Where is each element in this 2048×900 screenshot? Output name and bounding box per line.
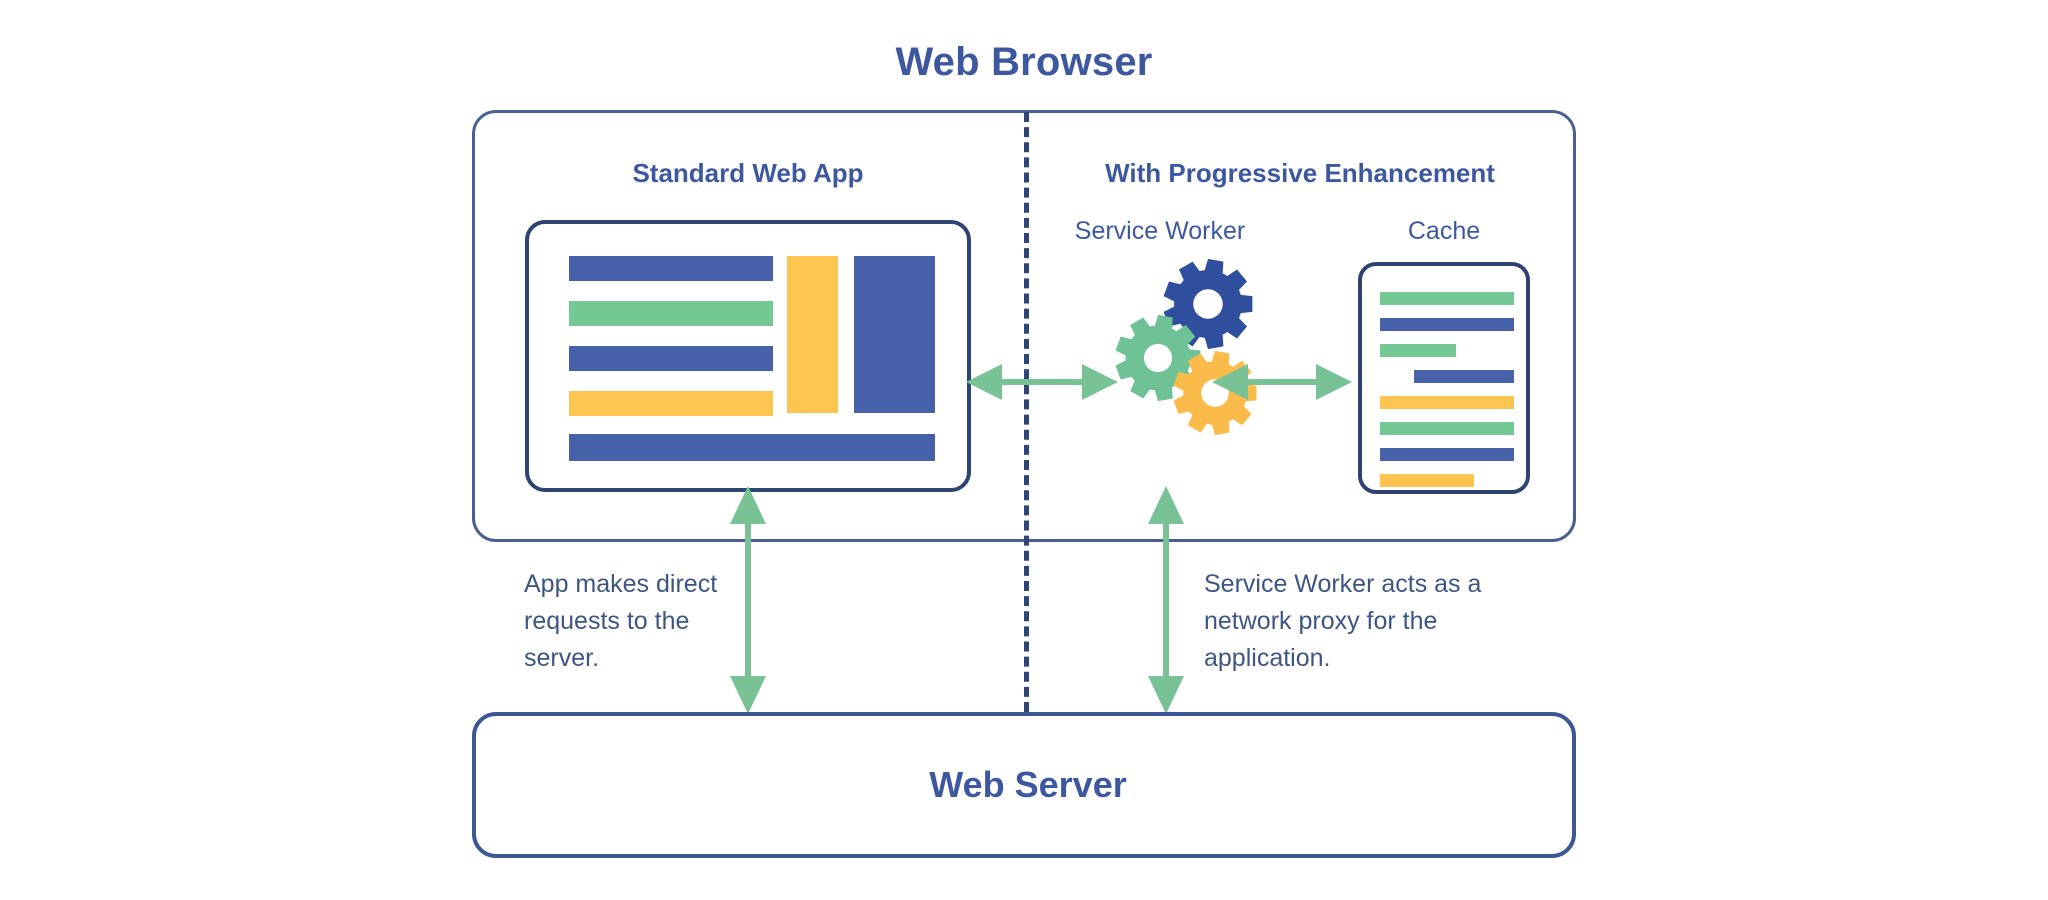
web-app-row xyxy=(569,346,773,371)
gear-yellow-icon xyxy=(1173,350,1257,436)
cache-label: Cache xyxy=(1407,217,1481,245)
cache-line-group xyxy=(1380,292,1514,500)
cache-line xyxy=(1380,422,1514,435)
progressive-enhancement-heading: With Progressive Enhancement xyxy=(1105,158,1495,188)
web-app-column-yellow xyxy=(787,256,838,413)
web-app-mockup-content xyxy=(569,256,935,464)
cache-line xyxy=(1380,448,1514,461)
cache-line xyxy=(1380,396,1514,409)
web-app-column-blue xyxy=(854,256,935,413)
cache-line xyxy=(1380,318,1514,331)
web-app-row xyxy=(569,256,773,281)
caption-standard-web-app: App makes direct requests to the server. xyxy=(524,570,718,672)
web-app-row-group xyxy=(569,256,773,436)
web-app-mockup xyxy=(525,220,971,492)
web-server-title: Web Server xyxy=(929,764,1127,805)
cache-line xyxy=(1380,344,1457,357)
page-title: Web Browser xyxy=(895,40,1153,84)
web-app-footer-bar xyxy=(569,434,935,461)
cache-document xyxy=(1358,262,1530,494)
standard-web-app-heading: Standard Web App xyxy=(632,158,864,188)
cache-line xyxy=(1380,474,1474,487)
web-app-row xyxy=(569,301,773,326)
caption-service-worker: Service Worker acts as a network proxy f… xyxy=(1204,570,1482,672)
cache-line xyxy=(1413,370,1514,383)
cache-line xyxy=(1380,292,1514,305)
panel-divider xyxy=(1024,112,1029,712)
service-worker-label: Service Worker xyxy=(1074,217,1246,245)
web-app-row xyxy=(569,391,773,416)
service-worker-gears xyxy=(1112,258,1282,448)
web-server-container: Web Server xyxy=(472,712,1576,858)
